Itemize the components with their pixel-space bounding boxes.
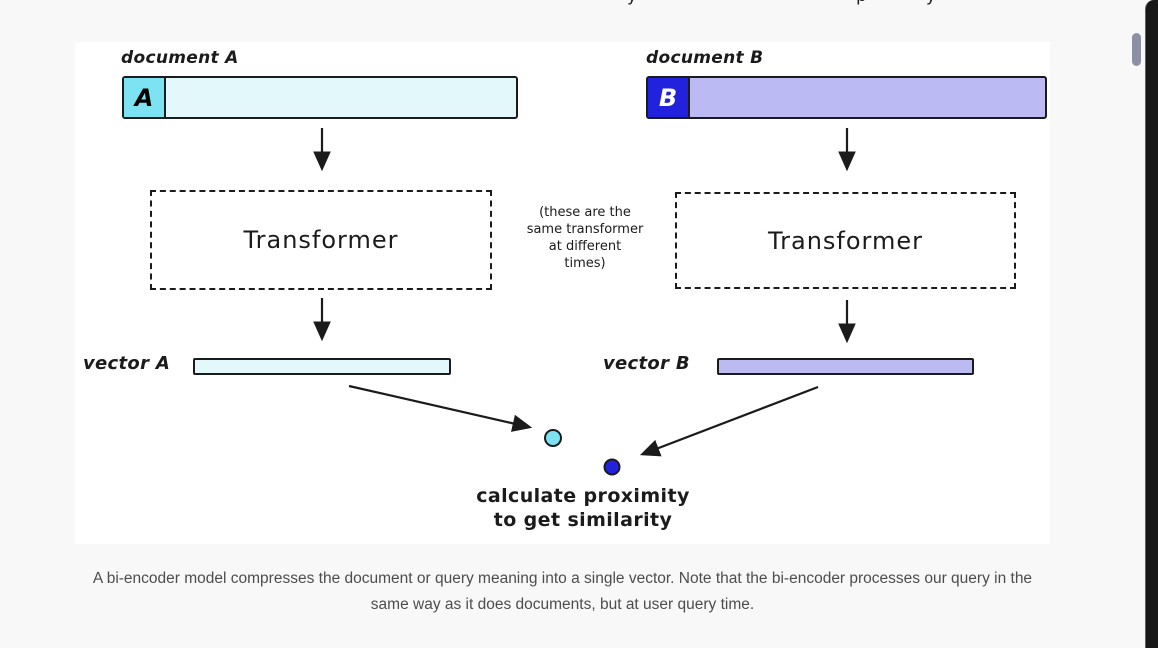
cropped-glyph: y bbox=[926, 0, 936, 5]
note-line: times) bbox=[564, 256, 606, 271]
vector-b-bar bbox=[717, 358, 974, 375]
vector-a-label: vector A bbox=[83, 353, 171, 374]
vector-b-label: vector B bbox=[603, 353, 690, 374]
transformer-a-label: Transformer bbox=[243, 226, 399, 254]
note-line: at different bbox=[548, 239, 622, 254]
window-frame-right bbox=[1145, 0, 1158, 648]
proximity-line-1: calculate proximity bbox=[476, 485, 690, 507]
similarity-dot-b bbox=[603, 458, 621, 476]
document-b-token: B bbox=[648, 78, 690, 117]
vector-a-bar bbox=[193, 358, 451, 375]
document-b-bar: B bbox=[646, 76, 1047, 119]
document-a-token: A bbox=[124, 78, 166, 117]
figure-caption: A bi-encoder model compresses the docume… bbox=[92, 570, 1033, 613]
document-a-body bbox=[166, 78, 516, 117]
similarity-dot-a bbox=[544, 429, 562, 447]
cropped-glyph: y bbox=[627, 0, 637, 5]
same-transformer-note: (these are the same transformer at diffe… bbox=[518, 204, 652, 272]
transformer-b-label: Transformer bbox=[767, 226, 923, 255]
transformer-box-b: Transformer bbox=[675, 192, 1016, 289]
diagram-arrows bbox=[313, 128, 856, 476]
document-b-body bbox=[690, 78, 1045, 117]
proximity-note: calculate proximity to get similarity bbox=[473, 484, 693, 532]
document-b-label: document B bbox=[646, 48, 764, 68]
arrow-vectorA-to-dot bbox=[348, 384, 533, 432]
cropped-glyph: p bbox=[856, 0, 867, 5]
document-a-label: document A bbox=[121, 48, 239, 68]
proximity-line-2: to get similarity bbox=[493, 509, 673, 531]
document-a-bar: A bbox=[122, 76, 518, 119]
arrow-vectorB-to-dot bbox=[639, 385, 819, 457]
cropped-heading-line: y p y bbox=[0, 0, 1158, 5]
note-line: (these are the bbox=[539, 205, 631, 220]
note-line: same transformer bbox=[526, 222, 644, 237]
bi-encoder-diagram: document A A document B B Transformer Tr… bbox=[75, 42, 1050, 544]
transformer-box-a: Transformer bbox=[150, 190, 492, 290]
scrollbar-thumb[interactable] bbox=[1132, 33, 1141, 66]
